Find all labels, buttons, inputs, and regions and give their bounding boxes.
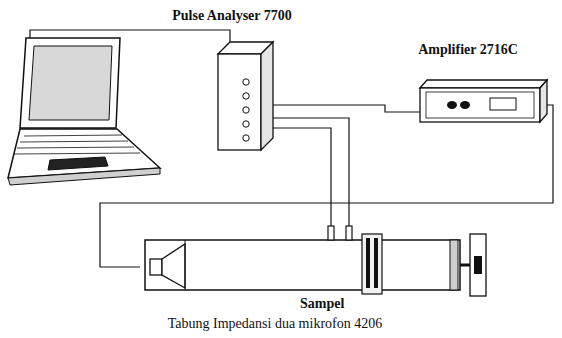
laptop-edge <box>8 168 160 185</box>
impedance-tube: Tabung Impedansi dua mikrofon 4206 <box>140 226 492 294</box>
laptop-trackpad <box>48 157 108 170</box>
sample-label: Sampel <box>300 296 344 312</box>
laptop-screen <box>20 38 120 128</box>
amplifier-title: Amplifier 2716C <box>418 42 518 58</box>
amplifier: Amplifier 2716C <box>420 80 547 122</box>
pulse-analyser-shape <box>218 42 273 150</box>
signal-cable <box>273 128 331 226</box>
impedance-tube-title: Tabung Impedansi dua mikrofon 4206 <box>168 316 382 332</box>
laptop-display <box>29 46 112 120</box>
amplifier-shape <box>420 80 547 122</box>
signal-cable <box>273 118 349 226</box>
impedance-tube-shape <box>140 226 492 294</box>
pulse-analyser-title: Pulse Analyser 7700 <box>172 8 292 24</box>
signal-cable <box>273 105 420 112</box>
pulse-analyser: Pulse Analyser 7700 <box>218 42 273 150</box>
keyboard-keys <box>14 135 140 154</box>
